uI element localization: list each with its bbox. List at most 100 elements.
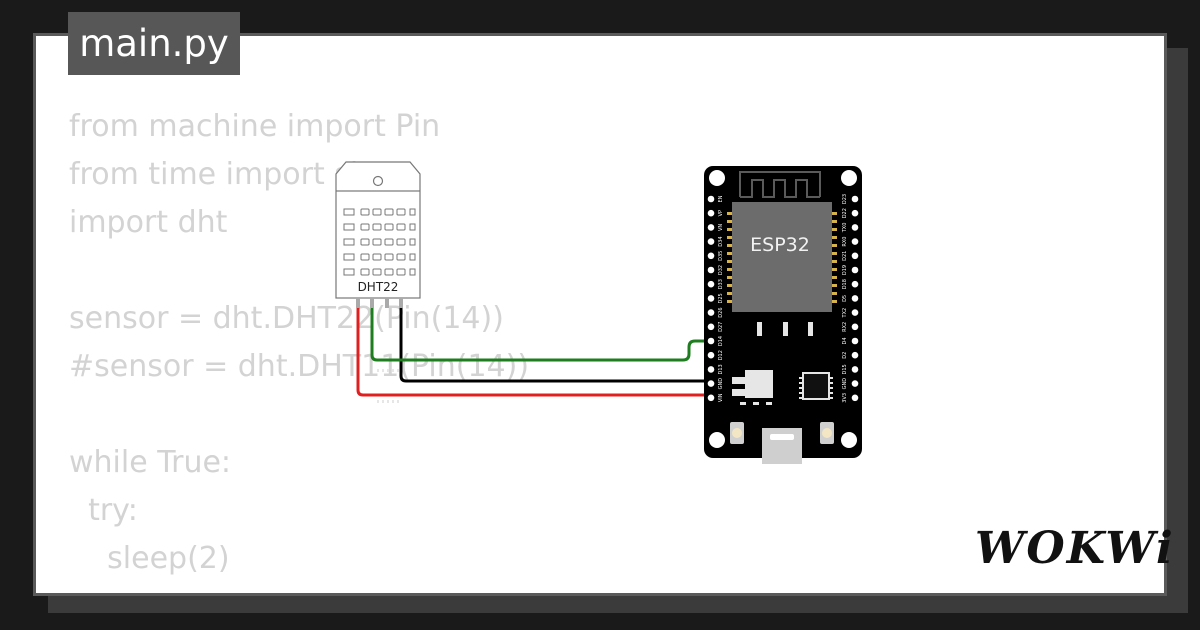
ground-wire[interactable] bbox=[399, 305, 711, 383]
pin-label: D14 bbox=[718, 336, 724, 346]
reset-button[interactable] bbox=[820, 422, 834, 444]
pin-label: VN bbox=[718, 224, 724, 231]
pin-right-tx2[interactable] bbox=[851, 309, 859, 316]
pin-label: TX2 bbox=[842, 308, 848, 319]
pin-right-d23[interactable] bbox=[851, 195, 859, 203]
dht22-sensor[interactable]: DHT22 bbox=[335, 161, 421, 308]
module-contact bbox=[727, 260, 733, 263]
antenna-trace bbox=[739, 171, 821, 198]
pin-right-3v3[interactable] bbox=[851, 394, 859, 402]
pin-label: D32 bbox=[718, 265, 724, 275]
chip-pin bbox=[830, 387, 833, 389]
pin-label: D34 bbox=[718, 236, 724, 246]
pin-label: RX2 bbox=[842, 322, 848, 332]
pin-left-gnd[interactable] bbox=[707, 380, 715, 387]
pin-label: D23 bbox=[842, 194, 848, 204]
sensor-pin-nc[interactable] bbox=[385, 298, 389, 308]
grille-slot bbox=[343, 238, 355, 246]
chip-pin bbox=[392, 369, 394, 372]
pin-left-d26[interactable] bbox=[707, 309, 715, 316]
grille-slot bbox=[396, 208, 406, 216]
board-label: ESP32 bbox=[750, 234, 810, 256]
module-contact bbox=[831, 220, 837, 223]
pin-right-d18[interactable] bbox=[851, 280, 859, 288]
power-wire[interactable] bbox=[356, 305, 711, 397]
grille-slot bbox=[372, 268, 382, 276]
pin-left-d35[interactable] bbox=[707, 252, 715, 260]
pin-label: D2 bbox=[842, 352, 848, 359]
pin-right-d5[interactable] bbox=[851, 295, 859, 302]
mount-hole-top-right bbox=[841, 170, 857, 186]
pin-label: EN bbox=[718, 195, 724, 202]
grille-slot bbox=[360, 208, 370, 216]
module-contact bbox=[727, 300, 733, 303]
grille-slot bbox=[343, 268, 355, 276]
code-line: try: bbox=[69, 493, 138, 528]
usb-uart-chip bbox=[377, 369, 833, 403]
module-contact bbox=[727, 252, 733, 255]
grille-slot bbox=[372, 223, 382, 231]
code-line: while True: bbox=[69, 445, 232, 480]
pin-right-d4[interactable] bbox=[851, 337, 859, 345]
sensor-pin-vcc[interactable] bbox=[356, 298, 360, 308]
boot-button[interactable] bbox=[730, 422, 744, 444]
pin-left-d13[interactable] bbox=[707, 366, 715, 373]
module-contacts bbox=[727, 212, 837, 303]
module-contact bbox=[727, 228, 733, 231]
grille-slot bbox=[372, 253, 382, 261]
pin-left-vn[interactable] bbox=[707, 224, 715, 231]
module-contact bbox=[831, 212, 837, 215]
pin-left-d25[interactable] bbox=[707, 295, 715, 302]
grille-slot bbox=[343, 253, 355, 261]
pin-left-d32[interactable] bbox=[707, 266, 715, 274]
module-contact bbox=[831, 292, 837, 295]
voltage-regulator bbox=[732, 370, 773, 405]
pin-left-d12[interactable] bbox=[707, 351, 715, 359]
pin-right-tx0[interactable] bbox=[851, 224, 859, 231]
pin-label: D5 bbox=[842, 295, 848, 302]
pin-left-vin[interactable] bbox=[707, 394, 715, 402]
pin-right-gnd[interactable] bbox=[851, 380, 859, 387]
pin-left-d27[interactable] bbox=[707, 323, 715, 331]
chip-pin bbox=[830, 397, 833, 399]
pin-label: D19 bbox=[842, 265, 848, 275]
sensor-pin-sda[interactable] bbox=[370, 298, 374, 308]
pin-left-d33[interactable] bbox=[707, 280, 715, 288]
pin-right-d15[interactable] bbox=[851, 366, 859, 373]
pin-left-d34[interactable] bbox=[707, 238, 715, 245]
pin-left-vp[interactable] bbox=[707, 209, 715, 217]
chip-pin bbox=[397, 369, 399, 372]
module-contact bbox=[831, 228, 837, 231]
module-contact bbox=[727, 220, 733, 223]
grille-slot bbox=[384, 238, 394, 246]
sensor-pin-gnd[interactable] bbox=[399, 298, 403, 308]
file-tab-main-py[interactable]: main.py bbox=[68, 12, 240, 75]
pin-right-d19[interactable] bbox=[851, 266, 859, 274]
pin-right-d2[interactable] bbox=[851, 351, 859, 359]
chip-pin bbox=[799, 392, 802, 394]
smd-component bbox=[757, 322, 762, 336]
data-wire[interactable] bbox=[370, 305, 711, 362]
code-line: sleep(2) bbox=[69, 541, 230, 576]
code-line: import dht bbox=[69, 205, 228, 240]
usb-port[interactable] bbox=[762, 428, 802, 464]
pin-right-d21[interactable] bbox=[851, 252, 859, 260]
module-contact bbox=[831, 252, 837, 255]
chip-pin bbox=[382, 369, 384, 372]
chip-pin bbox=[377, 369, 379, 372]
pin-label: D12 bbox=[718, 350, 724, 360]
grille-slot bbox=[360, 238, 370, 246]
grille-slot bbox=[409, 253, 416, 261]
pin-right-rx2[interactable] bbox=[851, 323, 859, 331]
pin-left-en[interactable] bbox=[707, 195, 715, 203]
grille-slot bbox=[396, 268, 406, 276]
grille-slot bbox=[396, 238, 406, 246]
pin-label: D13 bbox=[718, 364, 724, 374]
sensor-mount-hole bbox=[372, 175, 384, 187]
chip-pin bbox=[830, 377, 833, 379]
pin-right-rx0[interactable] bbox=[851, 238, 859, 245]
pin-left-d14[interactable] bbox=[707, 337, 715, 345]
pin-right-d22[interactable] bbox=[851, 209, 859, 217]
